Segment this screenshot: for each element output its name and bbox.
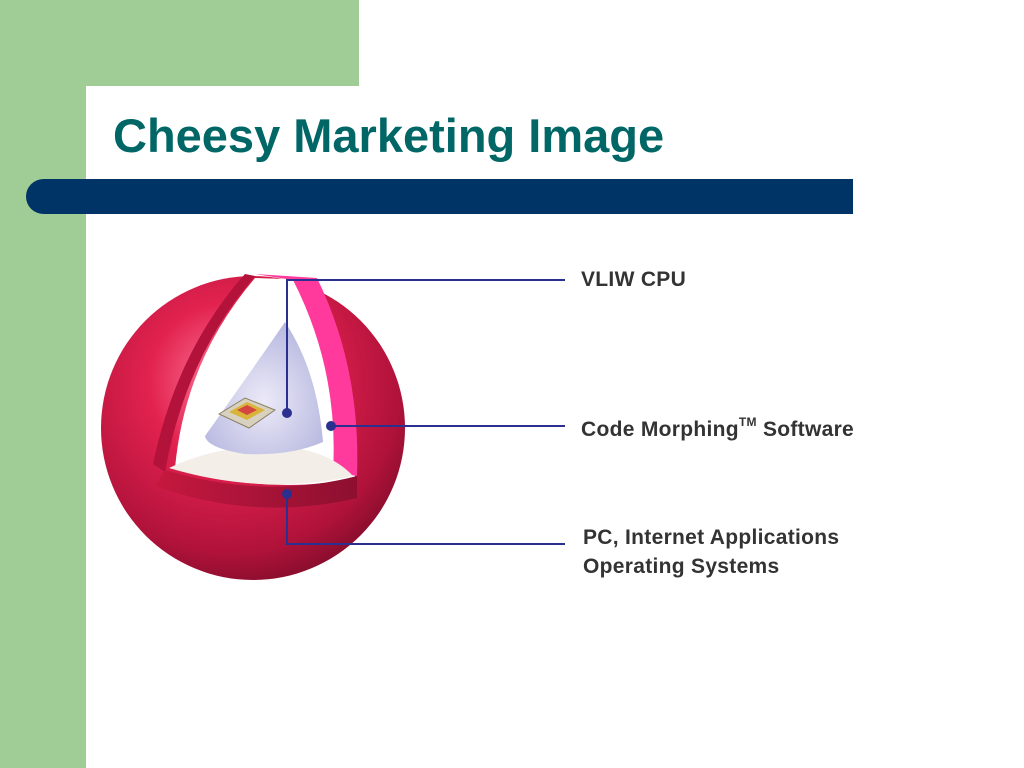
cpu-chip-icon (217, 397, 277, 429)
label-code-morphing-software: Code MorphingTM Software (581, 415, 854, 442)
top-green-block (0, 0, 359, 86)
label-software-text: Software (762, 418, 855, 441)
slide-title: Cheesy Marketing Image (113, 109, 665, 162)
label-vliw-cpu: VLIW CPU (581, 268, 687, 291)
cutaway-floor (169, 446, 353, 485)
leader-line-vliw (286, 279, 565, 413)
trademark-mark: TM (738, 415, 757, 429)
sphere-illustration (101, 274, 565, 580)
left-green-strip (0, 0, 86, 768)
leader-line-pc (286, 494, 565, 545)
leader-dot-vliw (282, 408, 292, 418)
inner-layer-wall (255, 274, 358, 476)
label-operating-systems: Operating Systems (583, 555, 780, 578)
leader-lines (286, 279, 565, 545)
leader-dot-code-morphing (326, 421, 336, 431)
layered-sphere-diagram: VLIW CPU Code MorphingTM Software PC, In… (95, 250, 955, 610)
label-applications-os: PC, Internet Applications Operating Syst… (583, 523, 839, 581)
title-underline-bar (26, 179, 853, 214)
label-pc-internet-applications: PC, Internet Applications (583, 526, 840, 549)
label-code-morphing-text: Code Morphing (581, 418, 739, 441)
shell-rim-bottom (155, 470, 357, 508)
leader-dot-pc (282, 489, 292, 499)
shell-rim-left (153, 274, 255, 472)
